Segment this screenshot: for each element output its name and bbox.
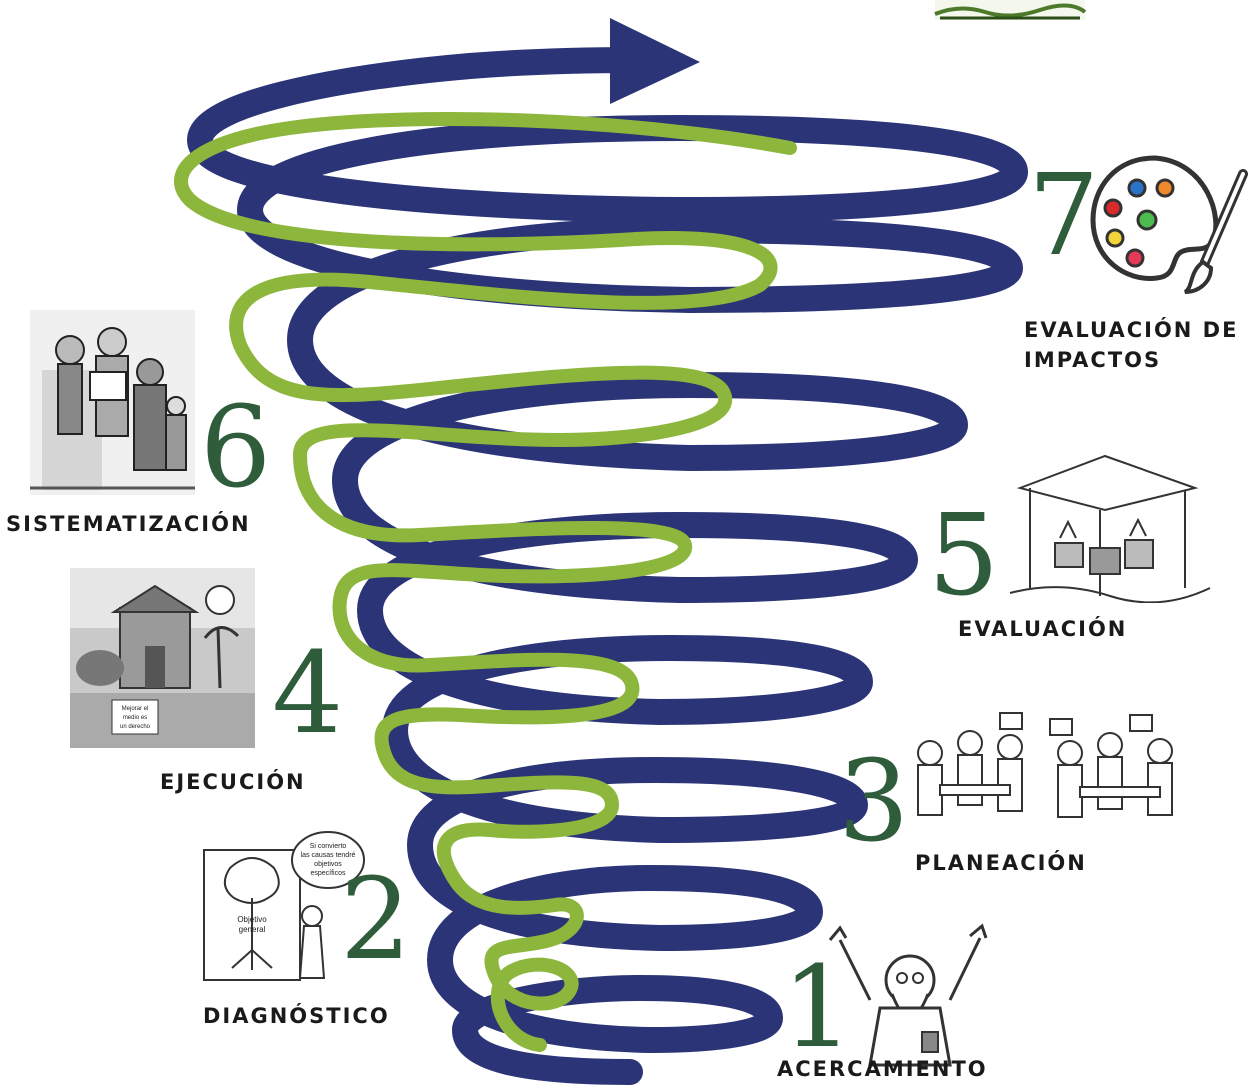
bubble-line2: las causas tendré [301,852,356,859]
ejecucion-sign-line3: un derecho [120,724,151,730]
step-1-number: 1 [782,943,854,1073]
tree-text-line1: Objetivo [237,915,267,924]
palette-icon [1090,155,1248,294]
bubble-line4: específicos [310,870,346,877]
step-3-label: PLANEACIÓN [915,851,1087,875]
step-7-label-line2: IMPACTOS [1024,348,1162,373]
step-5-label: EVALUACIÓN [958,617,1128,641]
ejecucion-sign-line1: Mejorar el [122,706,149,712]
step-4-number: 4 [272,629,344,759]
step-7-label: EVALUACIÓN DE IMPACTOS [1024,315,1238,376]
acercamiento-illustration [828,923,988,1067]
step-7-number: 7 [1028,151,1100,281]
green-path [174,111,797,1052]
step-3-number: 3 [838,737,910,867]
planeacion-illustration [917,712,1173,818]
bubble-line1: Si convierto [310,843,347,850]
diagnostico-illustration: Objetivo general Si convierto las causas… [203,831,365,981]
evaluacion-illustration [1009,454,1211,603]
ejecucion-sign-line2: medio es [123,715,147,721]
step-2-number: 2 [340,855,412,985]
spiral-arrow-head [610,18,700,104]
step-7-label-line1: EVALUACIÓN DE [1024,318,1239,342]
tree-text-line2: general [239,925,266,934]
paintbrush-icon [1183,169,1248,294]
step-6-label: SISTEMATIZACIÓN [6,512,251,536]
top-cropped-illustration [934,0,1087,20]
step-5-number: 5 [928,491,1000,621]
step-6-number: 6 [200,383,272,513]
step-4-label: EJECUCIÓN [160,770,306,794]
step-1-label: ACERCAMIENTO [777,1057,988,1081]
sistematizacion-illustration [30,310,195,495]
ejecucion-illustration: Mejorar el medio es un derecho [70,568,255,748]
bubble-line3: objetivos [314,861,342,868]
step-2-label: DIAGNÓSTICO [203,1004,390,1028]
